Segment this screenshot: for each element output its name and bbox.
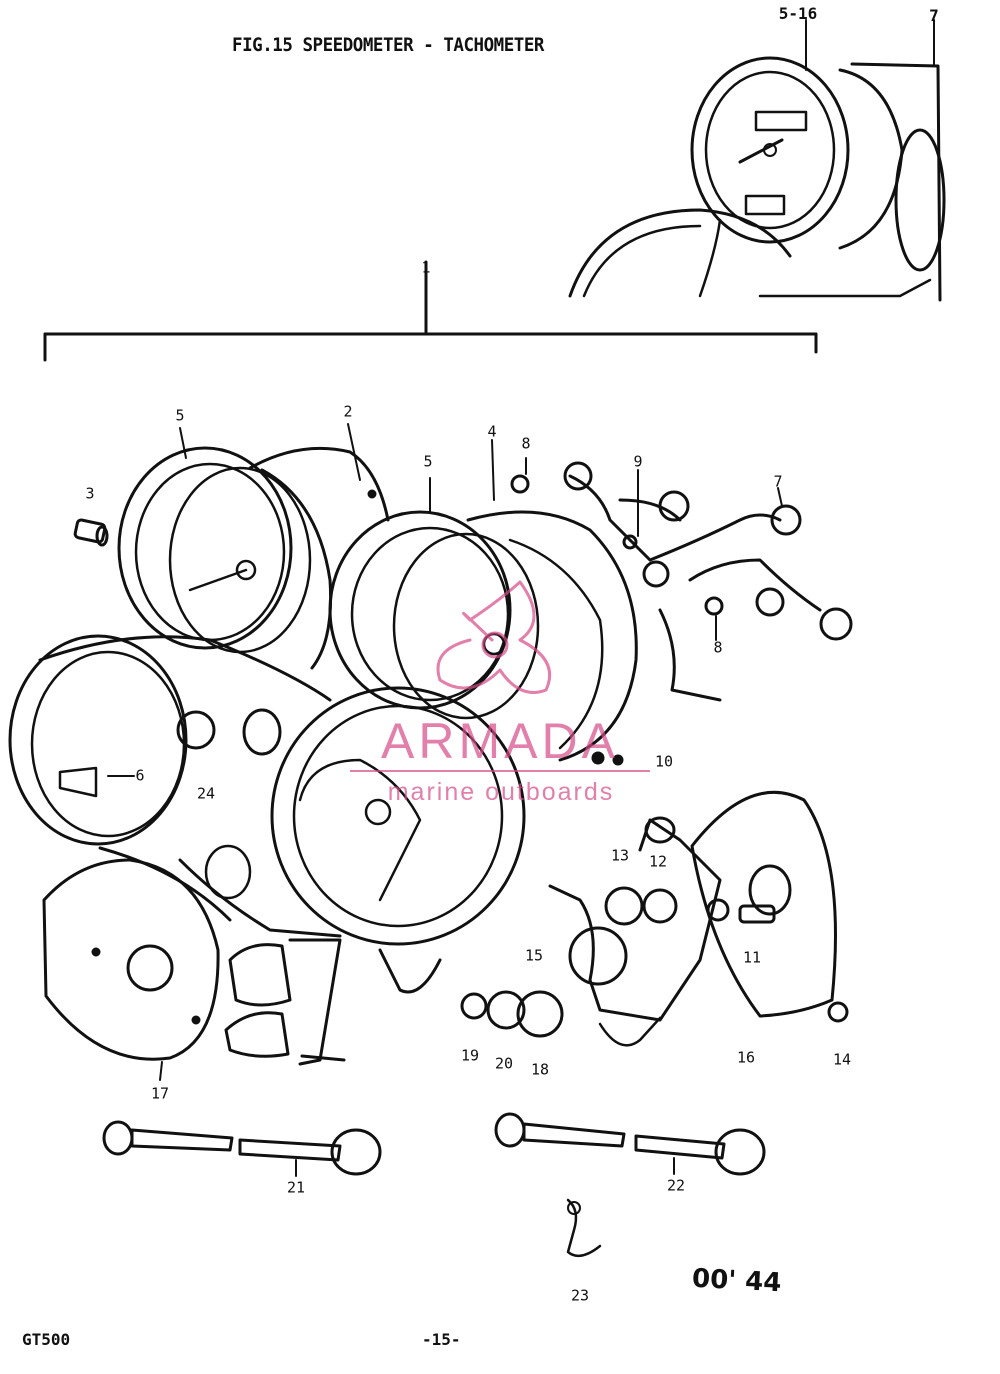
- callout-21: 21: [286, 1178, 306, 1197]
- part-10-16-bracket: [548, 790, 849, 1047]
- callout-5-left: 5: [175, 406, 185, 425]
- callout-4: 4: [487, 422, 497, 441]
- meter-case-body: [8, 634, 526, 994]
- callout-13: 13: [610, 846, 630, 865]
- watermark-name: ARMADA: [381, 713, 619, 769]
- part-3-screw: [73, 518, 109, 547]
- part-4-speedo-case: [466, 439, 638, 762]
- callout-1: 1: [421, 258, 431, 277]
- figure-title: FIG.15 SPEEDOMETER - TACHOMETER: [232, 34, 544, 56]
- assembly-bracket: [43, 260, 818, 362]
- callout-7: 7: [773, 472, 783, 491]
- callout-3: 3: [85, 484, 95, 503]
- callout-11: 11: [742, 948, 762, 967]
- part-21-speedo-cable: [102, 1120, 382, 1177]
- part-5-bezel-left: [117, 427, 312, 654]
- callout-2: 2: [343, 402, 353, 421]
- watermark-rule: [350, 770, 650, 772]
- callout-5-right: 5: [423, 452, 433, 471]
- callout-22: 22: [666, 1176, 686, 1195]
- callout-15: 15: [524, 946, 544, 965]
- callout-9: 9: [633, 452, 643, 471]
- callout-19: 19: [460, 1046, 480, 1065]
- callout-10: 10: [654, 752, 674, 771]
- page-number: -15-: [422, 1330, 461, 1349]
- callout-7-inset: 7: [929, 6, 939, 25]
- callout-18: 18: [530, 1060, 550, 1079]
- part-23-clip: [566, 1198, 602, 1258]
- part-17-rear-cover: [42, 858, 220, 1081]
- callout-14: 14: [832, 1050, 852, 1069]
- callout-12: 12: [648, 852, 668, 871]
- watermark-tagline: marine outboards: [387, 778, 615, 806]
- callout-8-top: 8: [521, 434, 531, 453]
- callout-16: 16: [736, 1048, 756, 1067]
- lamp-socket-lower: [224, 938, 346, 1066]
- callout-17: 17: [150, 1084, 170, 1103]
- callout-23: 23: [570, 1286, 590, 1305]
- callout-8-bottom: 8: [713, 638, 723, 657]
- part-7-9-wiring-harness: [510, 457, 853, 766]
- inset-assembled-meter: [568, 19, 946, 302]
- callout-6: 6: [135, 766, 145, 785]
- callout-ref: 5-16: [778, 4, 818, 23]
- catalog-stamp: 00' 44: [691, 1263, 783, 1299]
- part-22-tach-cable: [494, 1112, 766, 1176]
- model-label: GT500: [22, 1330, 71, 1349]
- watermark-logo: [436, 580, 552, 694]
- part-18-20-grommets: [460, 990, 564, 1038]
- callout-20: 20: [494, 1054, 514, 1073]
- callout-24: 24: [196, 784, 216, 803]
- part-2-tach-housing: [248, 423, 390, 670]
